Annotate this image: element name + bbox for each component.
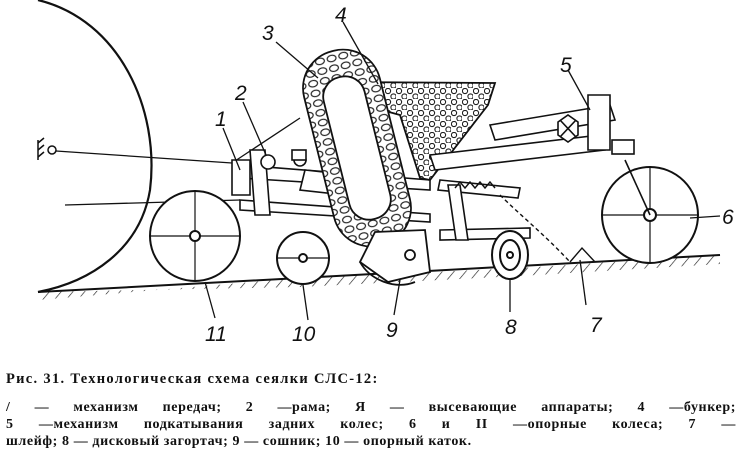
caption-title: Рис. 31. Технологическая схема сеялки СЛ… [6, 371, 379, 387]
wheel-6 [601, 159, 699, 264]
seeding-conveyor [302, 48, 412, 248]
tractor-hitch-anchor [37, 137, 57, 160]
label-3: 3 [262, 22, 274, 45]
wheel-11 [149, 190, 241, 282]
spring [454, 180, 496, 190]
label-6: 6 [722, 206, 734, 229]
label-9: 9 [386, 319, 398, 342]
caption-legend-line-3: шлейф; 8 — дисковый загортач; 9 — сошник… [6, 434, 472, 449]
disc-coverer-8 [491, 230, 529, 280]
rear-mechanism-bolt [557, 114, 579, 143]
part-labels: 1 2 3 4 5 6 7 8 9 10 11 [205, 4, 734, 345]
roller-10 [276, 231, 330, 285]
tractor-wheel-arc [37, 0, 153, 294]
drag-chain [499, 194, 596, 263]
label-5: 5 [560, 54, 572, 77]
opener [358, 229, 431, 286]
caption-legend-line-2: 5 —механизм подкатывания задних колес; 6… [6, 417, 736, 432]
label-2: 2 [234, 82, 247, 105]
label-7: 7 [590, 314, 603, 337]
label-4: 4 [335, 4, 347, 27]
label-10: 10 [292, 323, 316, 345]
caption-legend-line-1: / — механизм передач; 2 —рама; Я — высев… [6, 400, 736, 415]
figure-caption: Рис. 31. Технологическая схема сеялки СЛ… [6, 371, 736, 450]
label-1: 1 [215, 108, 227, 131]
seeder-diagram: 1 2 3 4 5 6 7 8 9 10 11 [37, 0, 734, 345]
label-11: 11 [205, 323, 227, 345]
label-8: 8 [505, 316, 517, 339]
leader-lines [204, 21, 721, 321]
